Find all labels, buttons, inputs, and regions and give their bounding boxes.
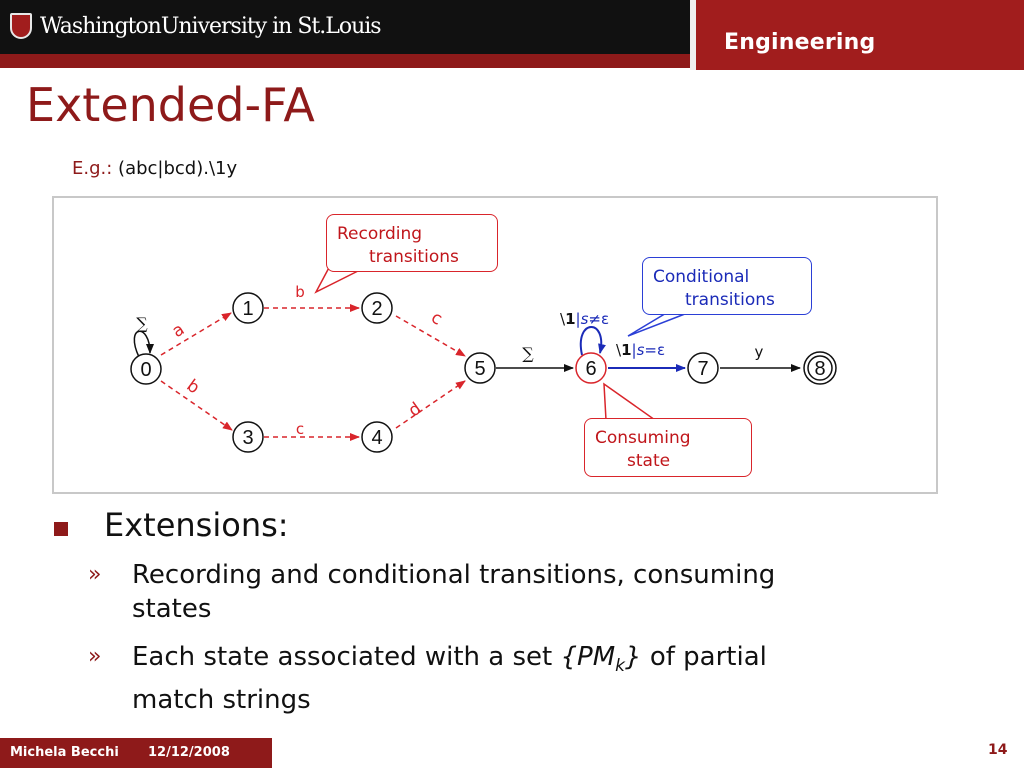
node-3: 3 bbox=[232, 421, 264, 453]
university-name: WashingtonUniversity in St.Louis bbox=[40, 14, 382, 39]
footer-bar bbox=[0, 738, 272, 768]
svg-text:0: 0 bbox=[140, 359, 151, 381]
sub-bullet-text: Each state associated with a set {PMk} o… bbox=[132, 642, 767, 716]
school-tab bbox=[690, 0, 1024, 70]
edge-label-0-3: b bbox=[183, 376, 203, 399]
svg-text:7: 7 bbox=[697, 358, 708, 380]
sub-bullet-text: Recording and conditional transitions, c… bbox=[132, 560, 776, 624]
edge-6-loop bbox=[579, 326, 606, 356]
edge-label-6-loop: \1|s≠ε bbox=[560, 310, 609, 328]
callout-line: Recording bbox=[337, 224, 423, 244]
edge-4-5 bbox=[395, 380, 466, 429]
svg-text:5: 5 bbox=[474, 358, 485, 380]
sub-bullet-marker-icon: » bbox=[88, 644, 102, 669]
node-7: 7 bbox=[687, 352, 719, 384]
node-8-accepting: 8 bbox=[803, 351, 837, 385]
edge-label-3-4: c bbox=[296, 420, 304, 438]
edge-label-0-loop: ∑ bbox=[136, 314, 148, 333]
edge-label-5-6: ∑ bbox=[522, 344, 534, 363]
recording-transitions-callout: Recording transitions bbox=[326, 214, 498, 272]
page-number: 14 bbox=[988, 742, 1008, 758]
edge-2-5 bbox=[395, 315, 466, 357]
edge-0-loop bbox=[133, 330, 154, 358]
footer-author: Michela Becchi bbox=[10, 745, 119, 760]
edge-label-2-5: c bbox=[427, 308, 445, 330]
edge-label-6-7: \1|s=ε bbox=[616, 341, 665, 359]
bullet-text: Extensions: bbox=[104, 506, 289, 544]
example-line: E.g.: (abc|bcd).\1y bbox=[72, 158, 237, 179]
edge-label-1-2: b bbox=[295, 283, 305, 301]
callout-line: Consuming bbox=[595, 428, 691, 448]
slide-title: Extended-FA bbox=[26, 78, 315, 132]
bullet-square-icon bbox=[54, 522, 68, 536]
svg-text:1: 1 bbox=[242, 298, 253, 320]
node-0: 0 bbox=[130, 353, 162, 385]
example-regex: (abc|bcd).\1y bbox=[118, 158, 238, 179]
node-2: 2 bbox=[361, 292, 393, 324]
fa-diagram-frame bbox=[52, 196, 938, 494]
university-shield-icon bbox=[10, 13, 32, 39]
svg-text:3: 3 bbox=[242, 427, 253, 449]
svg-text:6: 6 bbox=[585, 358, 596, 380]
callout-line: transitions bbox=[685, 290, 775, 310]
callout-line: Conditional bbox=[653, 267, 750, 287]
svg-text:8: 8 bbox=[814, 358, 825, 380]
callout-line: state bbox=[627, 451, 671, 471]
edge-label-0-1: a bbox=[169, 320, 188, 342]
node-5: 5 bbox=[464, 352, 496, 384]
edge-0-1 bbox=[160, 312, 232, 356]
conditional-transitions-callout: Conditional transitions bbox=[642, 257, 812, 315]
example-label: E.g.: bbox=[72, 158, 113, 179]
conditional-callout-pointer bbox=[627, 311, 691, 337]
node-6: 6 bbox=[575, 352, 607, 384]
sub-bullet-marker-icon: » bbox=[88, 562, 102, 587]
footer-date: 12/12/2008 bbox=[148, 745, 230, 760]
edge-label-7-8: y bbox=[755, 343, 764, 361]
node-1: 1 bbox=[232, 292, 264, 324]
school-name: Engineering bbox=[724, 30, 876, 55]
callout-line: transitions bbox=[369, 247, 459, 267]
consuming-callout-pointer bbox=[603, 382, 658, 421]
svg-text:2: 2 bbox=[371, 298, 382, 320]
consuming-state-callout: Consuming state bbox=[584, 418, 752, 477]
node-4: 4 bbox=[361, 421, 393, 453]
svg-text:4: 4 bbox=[371, 427, 382, 449]
